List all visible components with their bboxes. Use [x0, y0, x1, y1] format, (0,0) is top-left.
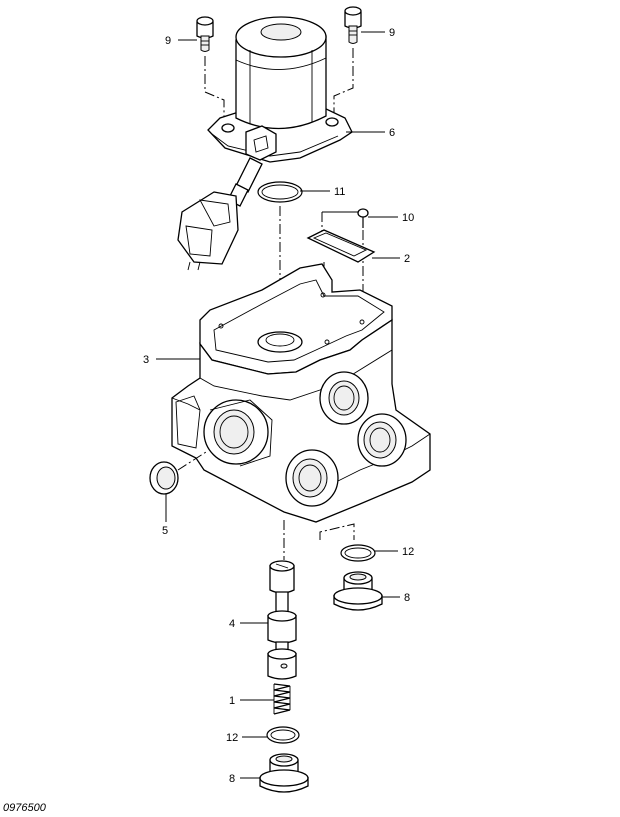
part-12-o-ring-bottom [266, 726, 300, 744]
guide-bottom-right [283, 520, 355, 560]
part-3-valve-body [171, 263, 431, 523]
callout-8-right: 8 [404, 592, 410, 604]
callout-5: 5 [162, 525, 168, 537]
callout-9-left: 9 [165, 35, 171, 47]
part-2-plate [306, 229, 376, 300]
part-9-left-bolt [196, 16, 225, 126]
callout-3: 3 [143, 354, 149, 366]
part-5-plug [149, 451, 207, 495]
callout-labels: 9 9 6 11 10 2 3 5 12 8 4 1 12 8 [143, 27, 414, 785]
callout-12-right: 12 [402, 546, 414, 558]
callout-2: 2 [404, 253, 410, 265]
part-1-spring [273, 683, 291, 715]
part-12-o-ring-right [340, 544, 376, 562]
callout-6: 6 [389, 127, 395, 139]
leader-lines [156, 31, 400, 779]
callout-11: 11 [334, 186, 345, 198]
callout-12-bottom: 12 [226, 732, 238, 744]
part-6-solenoid-motor [177, 16, 353, 271]
callout-4: 4 [229, 618, 235, 630]
part-8-plug-right [333, 571, 383, 611]
callout-1: 1 [229, 695, 235, 707]
part-9-right-bolt [333, 6, 362, 122]
drawing-id: 0976500 [3, 802, 47, 814]
callout-8-bottom: 8 [229, 773, 235, 785]
callout-9-right: 9 [389, 27, 395, 39]
part-8-plug-bottom [259, 753, 309, 793]
part-4-spool [267, 560, 297, 680]
callout-10: 10 [402, 212, 414, 224]
